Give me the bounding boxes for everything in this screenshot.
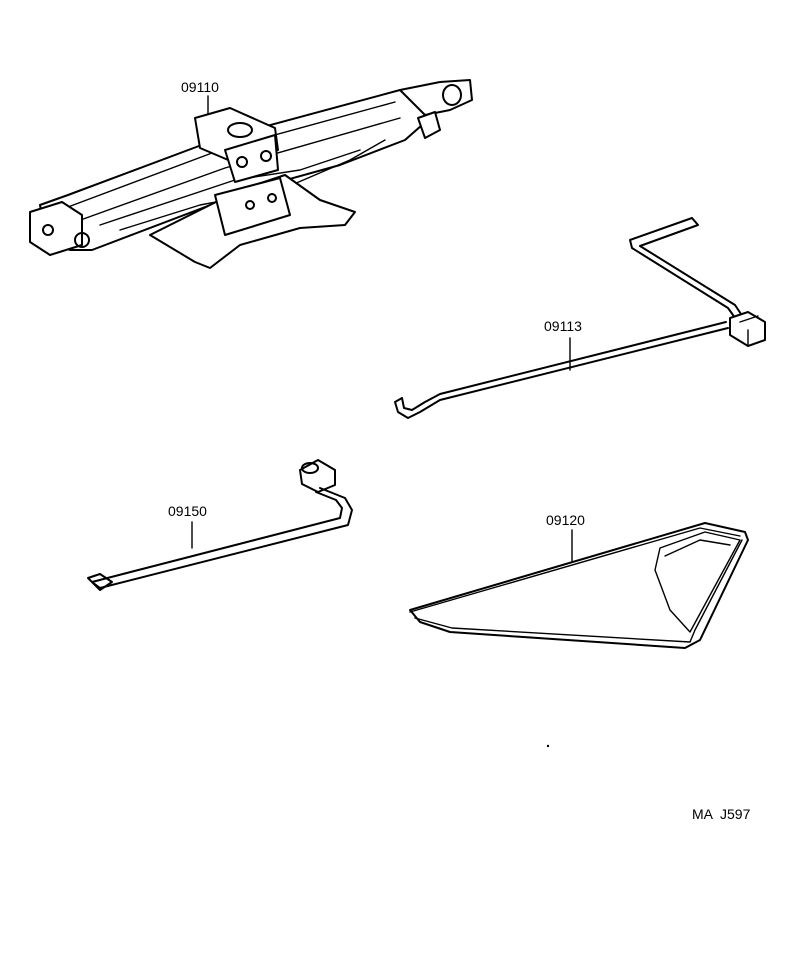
jack-handle-part-number: 09113 [544, 318, 582, 334]
jack-handle-rod [394, 321, 729, 419]
wheel-wrench-socket [299, 459, 336, 493]
jack-end-block-left [29, 201, 83, 256]
tool-bag-part-number: 09120 [546, 512, 585, 528]
jack-handle-crank [629, 217, 746, 323]
tool-bag-outline [409, 522, 749, 649]
jack-drawing [29, 79, 473, 269]
wheel-wrench-tip [87, 573, 113, 591]
wheel-wrench-part-number: 09150 [168, 503, 207, 519]
stray-dot [546, 744, 550, 748]
tool-bag-drawing [409, 522, 749, 649]
wheel-wrench-drawing [87, 459, 353, 591]
wheel-wrench-shaft [91, 487, 353, 589]
jack-part-number: 09110 [181, 79, 219, 95]
reference-code: MA J597 [692, 806, 751, 822]
jack-handle-drawing [394, 217, 766, 419]
jack-handle-connector [729, 311, 766, 347]
